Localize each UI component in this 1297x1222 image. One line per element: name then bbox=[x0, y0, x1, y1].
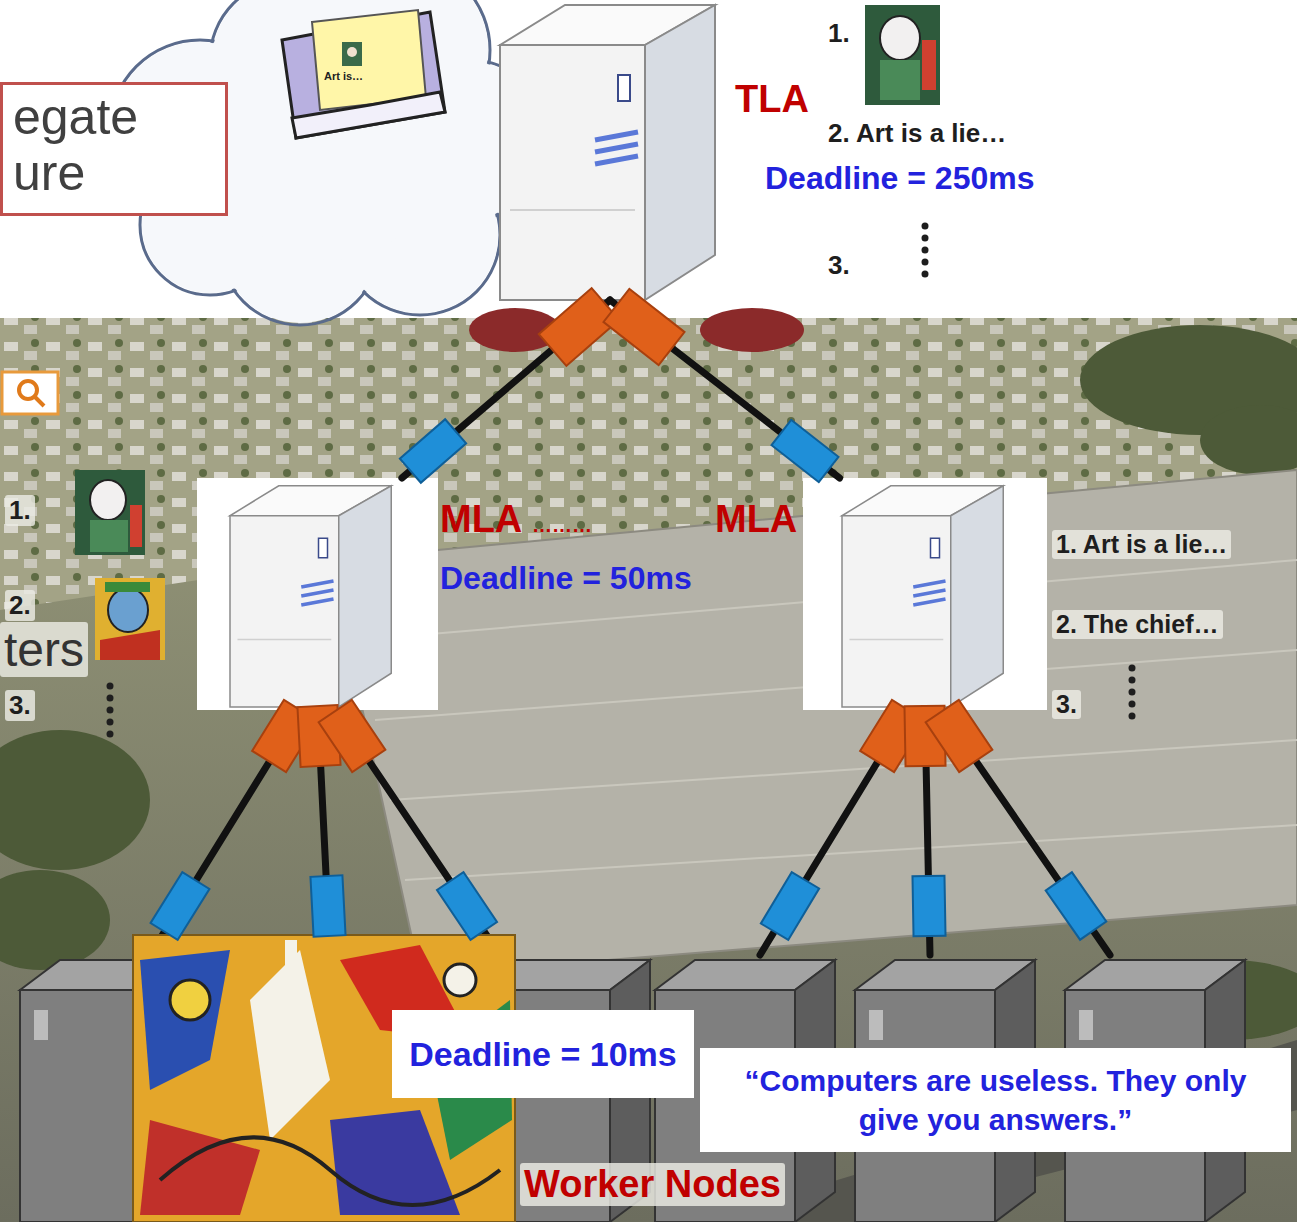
letter-text: Art is… bbox=[324, 70, 363, 82]
router-disc bbox=[469, 308, 561, 352]
blue-link bbox=[151, 419, 1107, 940]
tier-label: Worker Nodes bbox=[520, 1163, 785, 1206]
server-node: TLA bbox=[500, 0, 720, 300]
houses bbox=[0, 318, 1297, 610]
result-rank: 3. bbox=[5, 690, 35, 721]
result-item: 2. The chief… bbox=[1052, 610, 1223, 639]
picasso-icon bbox=[95, 578, 165, 660]
network-link bbox=[402, 300, 610, 478]
server-ground bbox=[803, 478, 1047, 710]
node-text: MLA bbox=[440, 498, 522, 541]
tla-server bbox=[500, 5, 715, 300]
roof-lines bbox=[360, 560, 1297, 880]
road bbox=[700, 1040, 1297, 1222]
orange-splitter bbox=[252, 288, 992, 772]
node-text: TLA bbox=[735, 78, 809, 121]
ellipsis: ……… bbox=[532, 514, 592, 537]
network-link bbox=[610, 300, 840, 478]
result-rank: 1. bbox=[828, 18, 850, 49]
mla-server bbox=[230, 486, 391, 707]
deadline-box: Deadline = 10ms bbox=[392, 1010, 694, 1098]
search-icon bbox=[2, 372, 58, 414]
server-node: MLA bbox=[803, 478, 1047, 710]
partial-title: ters bbox=[0, 622, 88, 677]
picasso-icon bbox=[75, 470, 145, 555]
result-rank: 3. bbox=[828, 250, 850, 281]
mla-server bbox=[842, 486, 1003, 707]
deadline-label: Deadline = 250ms bbox=[765, 160, 1034, 197]
datacenter-roof bbox=[330, 470, 1297, 975]
router-disc bbox=[700, 308, 804, 352]
title-box: egate ure bbox=[0, 82, 228, 216]
result-rank: 1. bbox=[5, 495, 35, 526]
vertical-dots bbox=[107, 223, 1136, 738]
envelope bbox=[282, 10, 445, 138]
aerial-photo bbox=[0, 318, 1297, 1222]
result-rank: 2. bbox=[5, 590, 35, 621]
node-text: “Computers are useless. They only give y… bbox=[714, 1061, 1277, 1139]
result-item: 1. Art is a lie… bbox=[1052, 530, 1231, 559]
node-text: Deadline = 10ms bbox=[409, 1035, 676, 1074]
worker-links bbox=[150, 712, 1110, 955]
server-node: MLA bbox=[197, 478, 438, 710]
picasso-icon bbox=[865, 5, 940, 105]
result-item: 2. Art is a lie… bbox=[828, 118, 1006, 149]
quote-box: “Computers are useless. They only give y… bbox=[700, 1048, 1291, 1152]
node-text: MLA bbox=[715, 498, 797, 541]
server-ground bbox=[197, 478, 438, 710]
result-rank: 3. bbox=[1052, 690, 1081, 719]
node-text: egate ure bbox=[13, 89, 173, 201]
deadline-label: Deadline = 50ms bbox=[440, 560, 692, 597]
trees bbox=[0, 325, 1297, 1040]
